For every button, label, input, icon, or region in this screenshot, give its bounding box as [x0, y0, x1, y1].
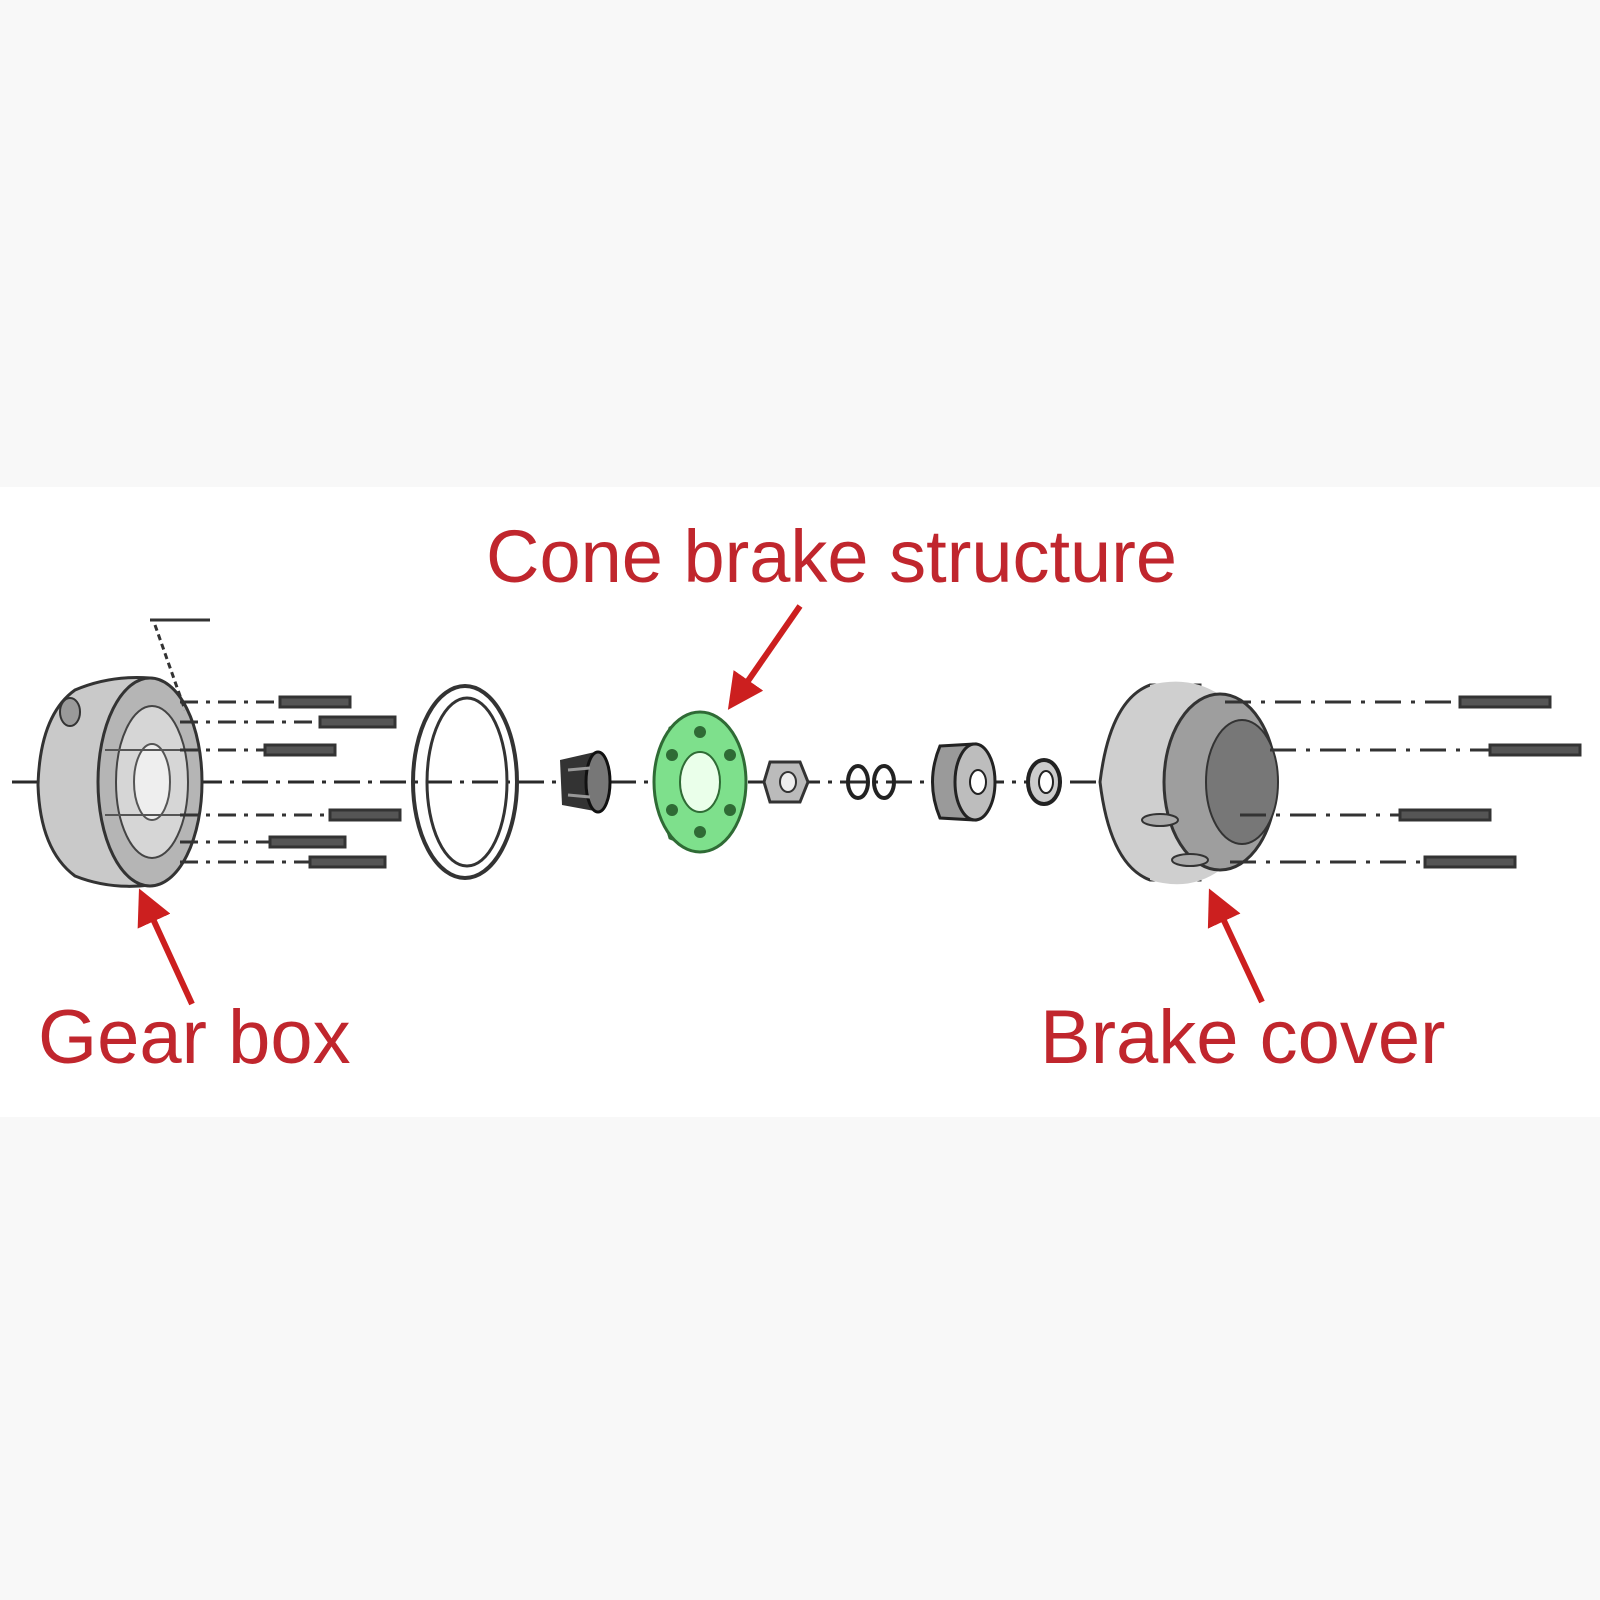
cone-brake-arrow — [727, 604, 803, 710]
end-washer-part — [1026, 758, 1062, 806]
gear-box-bolts — [180, 695, 402, 869]
washer-pair-part — [846, 764, 896, 800]
brake-cover-part — [1098, 681, 1279, 885]
gear-box-label: Gear box — [38, 995, 351, 1080]
bearing-part — [560, 750, 612, 814]
brake-cover-bolts — [1225, 695, 1582, 869]
gear-box-arrow — [137, 888, 195, 1006]
hub-part — [931, 742, 997, 822]
nut-part — [762, 760, 810, 804]
brake-cover-arrow — [1207, 888, 1265, 1004]
cone-brake-part — [652, 710, 748, 854]
cone-brake-label: Cone brake structure — [486, 515, 1178, 598]
brake-cover-label: Brake cover — [1040, 995, 1446, 1080]
gear-box-part — [36, 676, 204, 888]
gasket-ring-part — [411, 684, 519, 880]
